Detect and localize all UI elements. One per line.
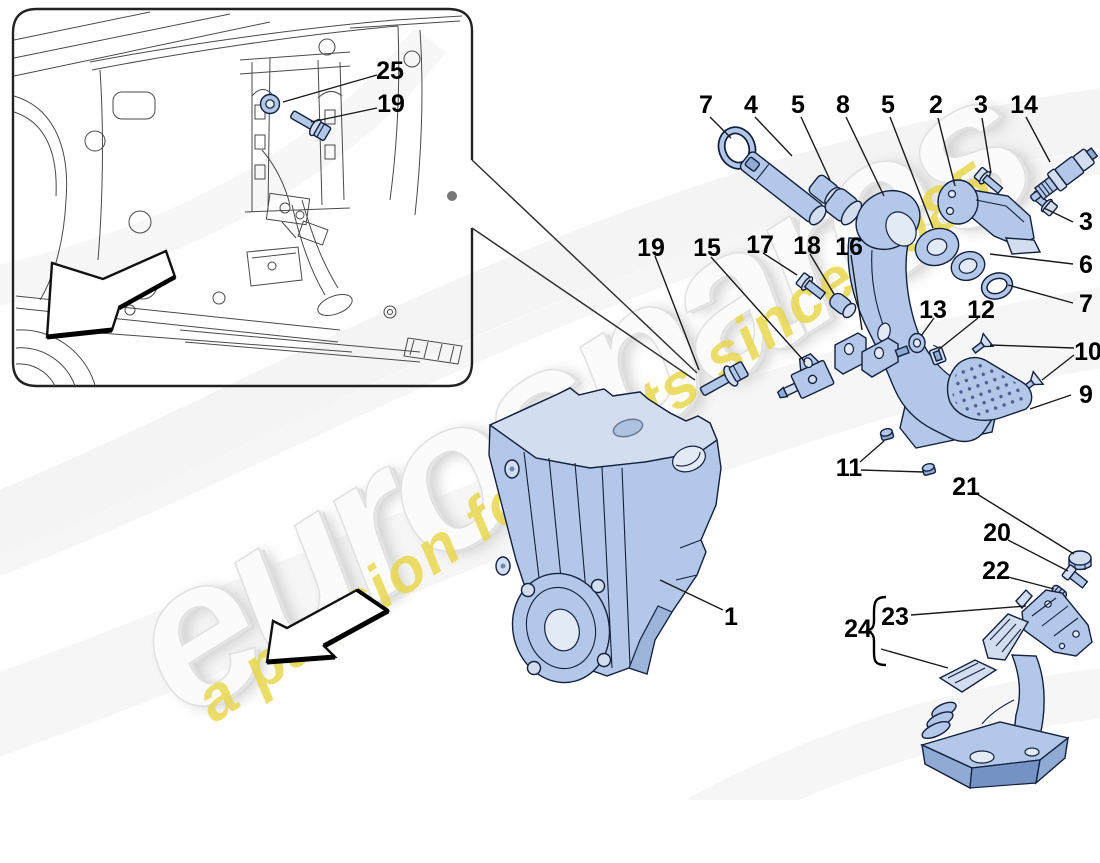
callout-4: 4: [744, 91, 758, 119]
part-bolt-20: [1061, 564, 1089, 589]
part-bolt-19: [699, 361, 749, 396]
direction-arrow-main: [265, 588, 391, 665]
callout-21: 21: [952, 473, 980, 501]
part-washer-25: [259, 93, 281, 115]
leader-line: [310, 107, 378, 123]
part-cap-nut-11b: [921, 462, 937, 476]
swoosh-curve: [688, 668, 1100, 800]
part-cap-nut-11a: [879, 427, 895, 441]
inset-pointer-line: [471, 159, 698, 374]
leader-lines: [654, 116, 1075, 669]
part-bolt-19-inset: [290, 110, 332, 141]
part-screw-10a: [971, 332, 995, 354]
callout-15: 15: [693, 234, 721, 262]
group-brace-24: [865, 595, 887, 667]
callout-7a: 7: [699, 91, 713, 119]
part-switch-14: [1029, 147, 1099, 202]
part-accelerator-pedal-module-24: [920, 613, 1070, 790]
part-push-rod-4: [739, 151, 827, 226]
part-bolt-3a: [973, 166, 1004, 195]
callout-24: 24: [844, 615, 872, 643]
inset-pointer-line: [471, 227, 696, 381]
callout-19-inset: 19: [377, 90, 405, 118]
callout-22: 22: [982, 557, 1010, 585]
part-brackets-16: [834, 332, 910, 378]
part-pedal-support-bracket-1: [488, 387, 722, 684]
pedal-assembly-exploded-diagram: 7 4 5 8 5 2 3 14 3 6 7 10 9 19 15 17 18 …: [11, 7, 1100, 790]
callout-1: 1: [724, 603, 738, 631]
part-nut-21: [1068, 550, 1092, 571]
callout-3a: 3: [974, 91, 988, 119]
callout-12: 12: [967, 296, 995, 324]
callout-23: 23: [881, 603, 909, 631]
callout-19: 19: [637, 234, 665, 262]
part-washer-13: [908, 332, 926, 354]
callout-13: 13: [919, 296, 947, 324]
part-bushing-6: [950, 250, 986, 282]
part-support-clevis-2: [937, 179, 1042, 255]
callout-labels: 7 4 5 8 5 2 3 14 3 6 7 10 9 19 15 17 18 …: [376, 57, 1100, 643]
direction-arrow-inset: [45, 249, 177, 340]
callout-10: 10: [1074, 338, 1100, 366]
callout-5a: 5: [791, 91, 805, 119]
callout-9: 9: [1079, 381, 1093, 409]
location-inset-panel: [11, 7, 698, 388]
callout-7b: 7: [1079, 290, 1093, 318]
callout-25-inset: 25: [376, 57, 404, 85]
inset-border: [11, 7, 474, 388]
callout-3b: 3: [1079, 208, 1093, 236]
part-o-ring-7b: [980, 272, 1014, 300]
callout-6: 6: [1079, 251, 1093, 279]
callout-17: 17: [746, 231, 774, 259]
callout-8: 8: [836, 91, 850, 119]
part-pedal-plate-23: [1015, 588, 1093, 657]
swoosh-curve: [0, 88, 1100, 555]
part-pedal-pad-9: [946, 356, 1033, 421]
callout-5b: 5: [881, 91, 895, 119]
callout-2: 2: [929, 91, 943, 119]
part-spacer-18: [829, 292, 857, 319]
leader-line: [282, 74, 378, 103]
swoosh-curve: [0, 150, 1100, 577]
part-switch-15: [776, 352, 835, 399]
bracket-upper-bore: [672, 445, 706, 473]
part-bolt-17: [795, 272, 827, 300]
part-bushing-5b: [914, 227, 960, 267]
part-clip-12: [928, 344, 947, 366]
callout-16: 16: [835, 233, 863, 261]
callout-18: 18: [793, 232, 821, 260]
callout-20: 20: [983, 519, 1011, 547]
callout-14: 14: [1010, 91, 1038, 119]
parts-diagram-page: { "watermark": { "logo": "eurospares", "…: [0, 7, 1100, 800]
callout-11: 11: [836, 454, 863, 482]
